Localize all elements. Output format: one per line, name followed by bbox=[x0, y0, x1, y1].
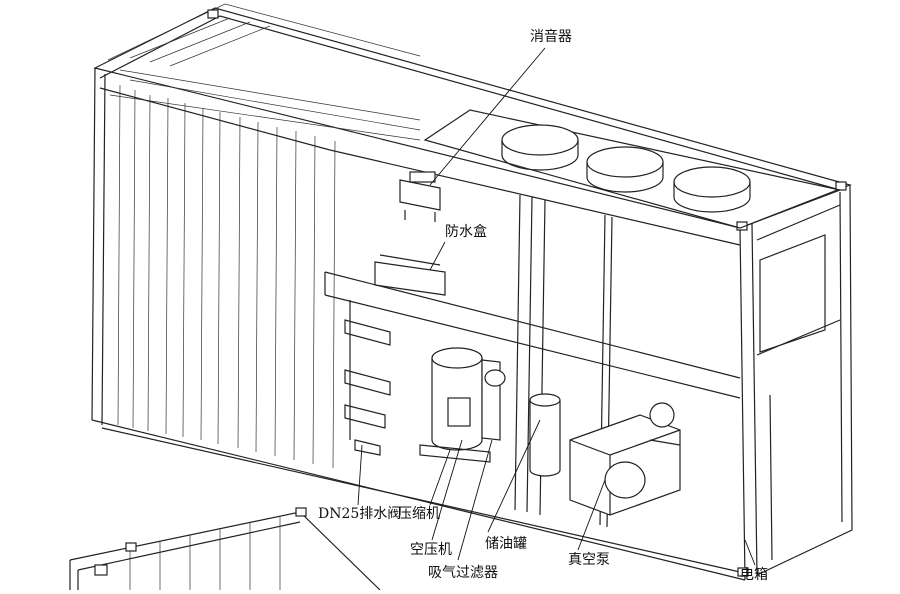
waterproof-box-part bbox=[374, 254, 446, 296]
label-oil-tank: 储油罐 bbox=[485, 536, 527, 552]
label-intake-filter: 吸气过滤器 bbox=[428, 565, 498, 581]
label-air-cooler: 空压机 bbox=[410, 542, 452, 558]
leader-lines bbox=[357, 47, 756, 566]
vacuum-pump-part bbox=[569, 402, 681, 516]
label-drain-valve: DN25排水阀 bbox=[318, 506, 402, 522]
label-muffler: 消音器 bbox=[530, 29, 572, 45]
label-compressor: 压缩机 bbox=[398, 506, 440, 522]
label-vacuum-pump: 真空泵 bbox=[568, 552, 610, 568]
label-waterproof-box: 防水盒 bbox=[445, 224, 487, 240]
lower-left-frame bbox=[69, 507, 381, 591]
container-frame bbox=[91, 3, 853, 581]
label-electric-box: 电箱 bbox=[740, 567, 768, 583]
inner-brackets bbox=[344, 300, 391, 456]
oil-tank-part bbox=[529, 393, 561, 477]
muffler-part bbox=[399, 171, 441, 222]
left-wall-panels bbox=[99, 84, 336, 469]
compressor-part bbox=[419, 347, 506, 463]
